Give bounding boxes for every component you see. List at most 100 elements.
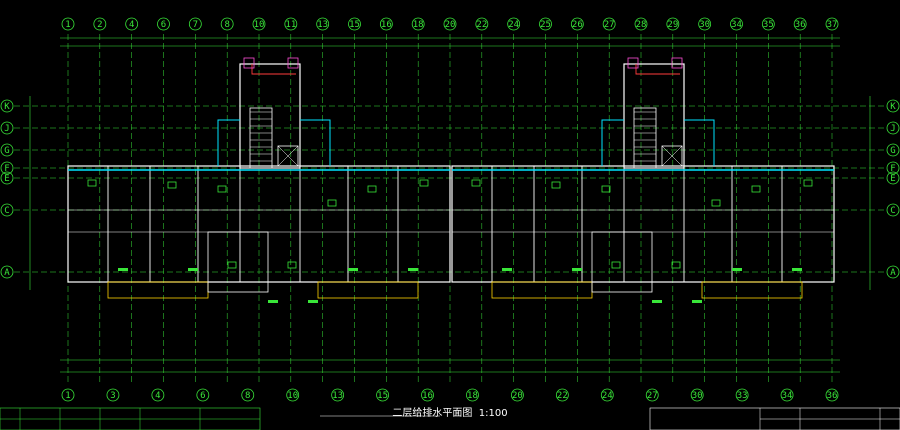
balcony xyxy=(701,281,803,299)
column-axis-label: 27 xyxy=(604,20,615,30)
row-axis-bubble xyxy=(0,121,14,135)
plumbing-fixture xyxy=(167,181,177,189)
column-axis-label: 18 xyxy=(413,20,424,30)
column-axis-label: 4 xyxy=(129,20,134,30)
column-axis-bubble xyxy=(825,17,839,31)
column-axis-bubble xyxy=(730,17,743,31)
plumbing-fixture xyxy=(551,181,561,189)
column-axis-label: 6 xyxy=(161,20,166,30)
pipe-tag xyxy=(652,300,662,303)
plumbing-fixture xyxy=(671,261,681,269)
column-axis-bubble-bottom xyxy=(555,388,569,402)
row-axis-bubble xyxy=(0,203,14,217)
column-axis-label: 25 xyxy=(540,20,551,30)
plumbing-fixture xyxy=(803,179,813,187)
column-axis-label: 34 xyxy=(731,20,742,30)
column-axis-bubble-bottom xyxy=(825,388,839,402)
column-axis-bubble-bottom xyxy=(61,388,75,402)
column-axis-bubble xyxy=(666,17,680,31)
row-axis-label: E xyxy=(890,174,895,184)
row-axis-label: J xyxy=(890,124,895,134)
column-axis-label: 20 xyxy=(445,20,456,30)
column-axis-bubble xyxy=(379,17,393,31)
column-axis-label: 7 xyxy=(193,20,198,30)
column-axis-bubble xyxy=(316,17,330,31)
column-axis-label-bottom: 36 xyxy=(827,391,838,401)
column-axis-label: 8 xyxy=(224,20,229,30)
stair-flight xyxy=(633,107,657,169)
supply-branch xyxy=(684,119,715,166)
column-axis-bubble xyxy=(539,17,552,31)
column-axis-bubble xyxy=(93,17,107,31)
column-axis-bubble xyxy=(61,17,75,31)
column-axis-label-bottom: 1 xyxy=(65,391,70,401)
column-axis-bubble-bottom xyxy=(735,388,749,402)
column-axis-bubble-bottom xyxy=(645,388,659,402)
column-axis-label-bottom: 3 xyxy=(110,391,115,401)
column-axis-bubble xyxy=(125,17,139,31)
column-axis-bubble-bottom xyxy=(331,388,345,402)
row-axis-label: F xyxy=(890,164,895,174)
elevator-cross xyxy=(661,145,683,167)
row-axis-bubble xyxy=(0,161,14,175)
unit-outline xyxy=(451,165,835,283)
building-walls xyxy=(67,63,835,299)
pipe-tag xyxy=(348,268,358,271)
row-axis-label: A xyxy=(890,268,896,278)
plumbing-fixture xyxy=(287,261,297,269)
row-axis-bubble xyxy=(0,171,14,185)
supply-branch xyxy=(217,119,240,166)
column-axis-label-bottom: 27 xyxy=(647,391,658,401)
column-axis-label-bottom: 16 xyxy=(422,391,433,401)
column-axis-label: 22 xyxy=(476,20,487,30)
drawing-title-text: 二层给排水平面图 xyxy=(392,408,473,419)
elevator-cross xyxy=(277,145,299,167)
stair-core xyxy=(623,63,685,169)
column-axis-label: 2 xyxy=(97,20,102,30)
pipe-tag xyxy=(188,268,198,271)
column-axis-label: 35 xyxy=(763,20,774,30)
column-axis-label-bottom: 15 xyxy=(377,391,388,401)
pipe-tag xyxy=(502,268,512,271)
column-axis-label-bottom: 20 xyxy=(512,391,523,401)
column-axis-bubble xyxy=(475,17,489,31)
column-axis-bubble xyxy=(220,17,234,31)
drawing-title: 二层给排水平面图 1:100 xyxy=(0,404,900,419)
plumbing-fixture xyxy=(601,185,611,193)
column-axis-label: 16 xyxy=(381,20,392,30)
column-axis-label: 10 xyxy=(254,20,265,30)
column-axis-bubble xyxy=(761,17,775,31)
plumbing-fixture xyxy=(87,179,97,187)
column-axis-bubble xyxy=(634,17,648,31)
plumbing-fixture xyxy=(751,185,761,193)
riser-box xyxy=(627,57,639,69)
column-axis-bubble xyxy=(284,17,298,31)
unit-outline xyxy=(67,165,451,283)
pipe-tag xyxy=(118,268,128,271)
column-axis-label-bottom: 6 xyxy=(200,391,205,401)
column-axis-label-bottom: 13 xyxy=(332,391,343,401)
pipe-tag xyxy=(792,268,802,271)
column-axis-bubble xyxy=(443,17,457,31)
column-axis-bubble-bottom xyxy=(780,388,794,402)
column-axis-bubble xyxy=(348,17,361,31)
column-axis-label: 36 xyxy=(795,20,806,30)
column-axis-bubble xyxy=(252,17,266,31)
row-axis-label: G xyxy=(890,146,895,156)
column-axis-bubble-bottom xyxy=(151,388,165,402)
row-axis-bubble xyxy=(886,143,900,157)
balcony xyxy=(491,281,593,299)
drawing-scale: 1:100 xyxy=(478,408,508,419)
row-axis-label: G xyxy=(4,146,9,156)
column-axis-label: 37 xyxy=(827,20,838,30)
pipe-tag xyxy=(732,268,742,271)
column-axis-bubble xyxy=(698,17,712,31)
column-axis-bubble xyxy=(602,17,616,31)
row-axis-bubble xyxy=(886,121,900,135)
column-axis-bubble xyxy=(507,17,521,31)
row-axis-bubble xyxy=(886,203,900,217)
column-axis-label: 11 xyxy=(285,20,296,30)
column-axis-bubble-bottom xyxy=(376,388,389,402)
